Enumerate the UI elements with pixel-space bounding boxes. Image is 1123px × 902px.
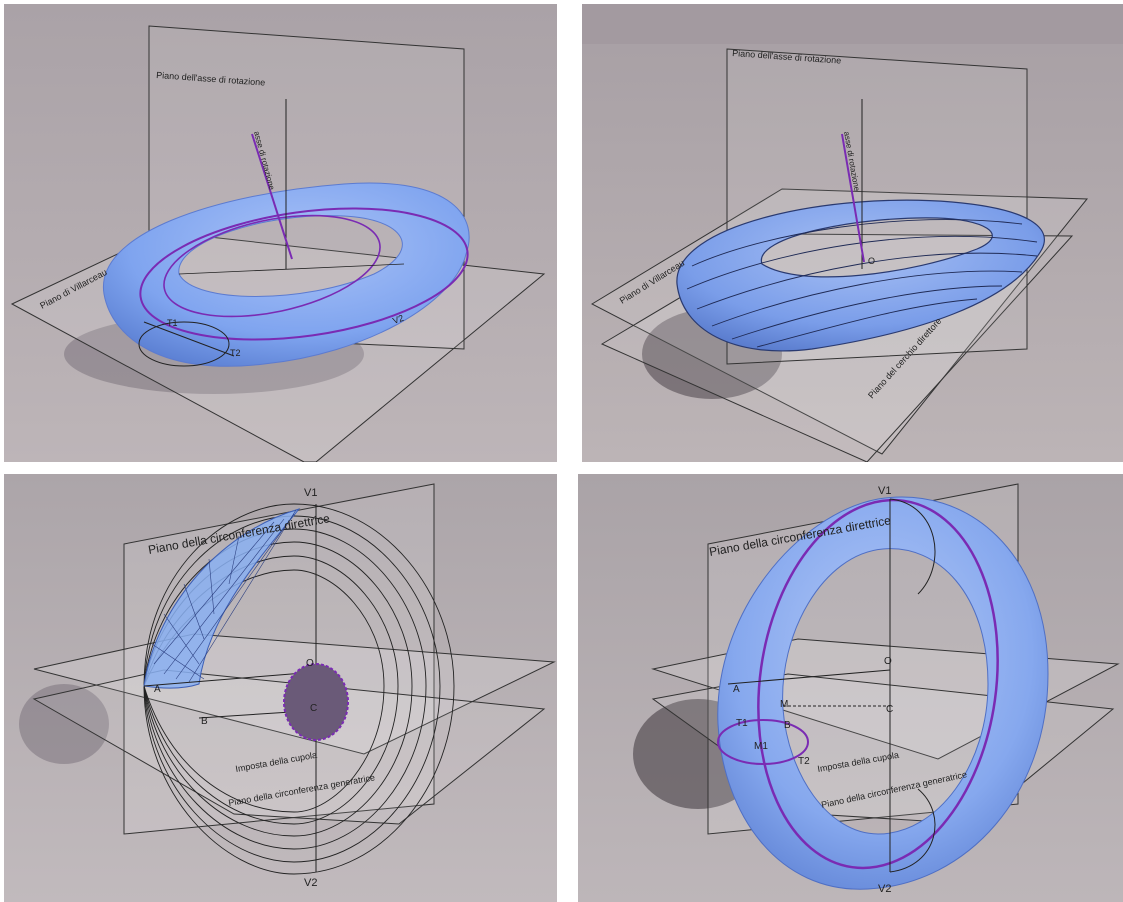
background <box>4 474 557 902</box>
label-v2: V2 <box>391 313 405 326</box>
label-t2: T2 <box>798 756 810 767</box>
label-o: O <box>306 658 314 669</box>
label-a: A <box>154 684 161 695</box>
dome-generation-diagram: Piano della circonferenza direttrice V1 … <box>4 474 557 902</box>
label-v1: V1 <box>878 485 891 497</box>
dome-lattice <box>151 509 297 683</box>
loxodrome-lines <box>686 219 1038 348</box>
label-o: O <box>868 256 875 266</box>
villarceau-circle <box>757 498 999 870</box>
generator-plane <box>32 669 546 825</box>
villarceau-circle-1 <box>139 207 469 341</box>
label-b: B <box>201 716 208 727</box>
label-t1: T1 <box>167 318 178 328</box>
meridian-arc <box>889 498 936 595</box>
villarceau-circle-2 <box>163 214 381 318</box>
generator-circle <box>717 719 809 765</box>
tangent-line <box>143 321 235 357</box>
torus-villarceau-diagram: Piano dell'asse di rotazione asse di rot… <box>4 4 557 462</box>
panel-bottom-left: Piano della circonferenza direttrice V1 … <box>4 474 557 902</box>
rotation-axis <box>251 133 293 260</box>
label-v2: V2 <box>878 883 891 895</box>
radius-line <box>143 671 317 687</box>
meridian-arc-lower <box>889 788 936 873</box>
panel-bottom-right: Piano della circonferenza direttrice V1 … <box>578 474 1123 902</box>
torus-loxodrome-diagram: Piano dell'asse di rotazione asse di rot… <box>582 4 1123 462</box>
label-v1: V1 <box>304 487 317 499</box>
label-m: M <box>780 699 788 710</box>
label-t2: T2 <box>230 348 241 358</box>
panel-top-right: Piano dell'asse di rotazione asse di rot… <box>582 4 1123 462</box>
generator-disc <box>283 663 349 741</box>
label-m1: M1 <box>754 741 768 752</box>
shadow <box>19 684 109 764</box>
dome-surface <box>143 508 301 689</box>
diameter-line <box>178 263 405 275</box>
panel-top-left: Piano dell'asse di rotazione asse di rot… <box>4 4 557 462</box>
label-c: C <box>886 704 893 715</box>
label-t1: T1 <box>736 718 748 729</box>
top-band <box>582 4 1123 44</box>
label-o: O <box>884 656 892 667</box>
radius-line <box>727 669 891 685</box>
label-c: C <box>310 703 317 714</box>
label-b: B <box>784 720 791 731</box>
label-v2: V2 <box>304 877 317 889</box>
label-a: A <box>733 684 740 695</box>
dome-torus-diagram: Piano della circonferenza direttrice V1 … <box>578 474 1123 902</box>
rotation-axis <box>841 133 865 263</box>
generator-circle <box>138 321 230 367</box>
